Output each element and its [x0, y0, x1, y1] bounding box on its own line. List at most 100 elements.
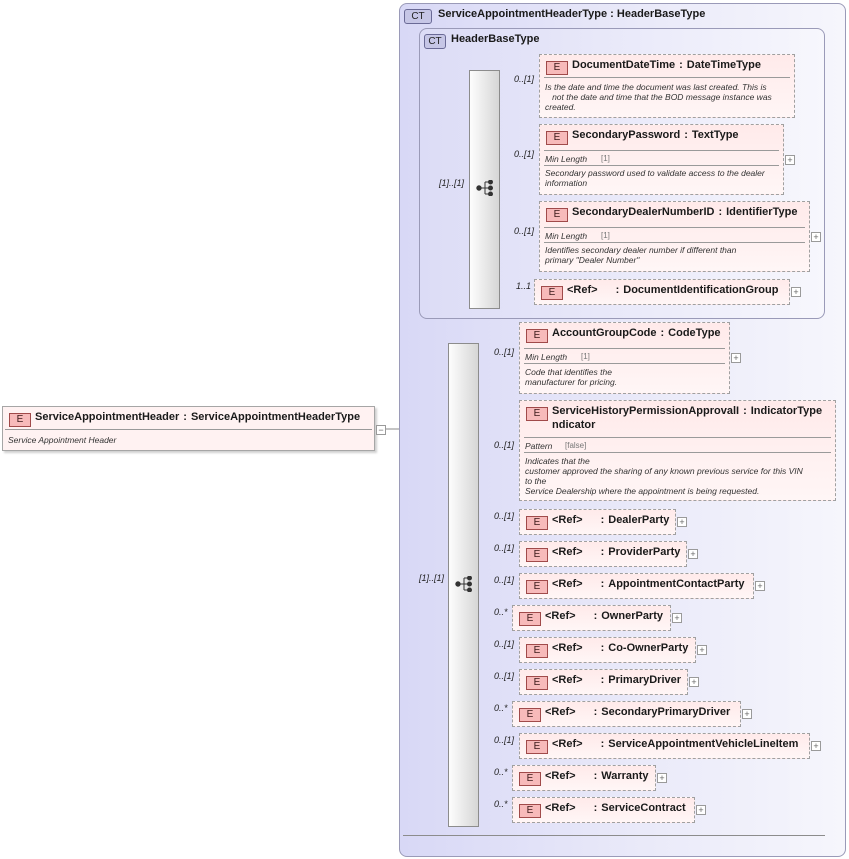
doc-line: not the date and time that the BOD messa…	[545, 92, 772, 102]
element-providerparty[interactable]: E <Ref>:ProviderParty	[519, 541, 687, 567]
element-title: <Ref>:OwnerParty	[545, 610, 663, 622]
facet-label: Min Length	[545, 154, 588, 164]
root-element[interactable]: E ServiceAppointmentHeader:ServiceAppoin…	[2, 406, 375, 451]
element-serviceappointmentvehiclelineitem[interactable]: E <Ref>:ServiceAppointmentVehicleLineIte…	[519, 733, 810, 759]
element-name: AccountGroupCode	[552, 327, 657, 339]
complex-type-badge: CT	[404, 9, 432, 24]
element-documentdatetime[interactable]: E DocumentDateTime:DateTimeType Is the d…	[539, 54, 795, 118]
divider	[5, 429, 372, 430]
doc-line: Identifies secondary dealer number if di…	[545, 245, 737, 255]
facet-label: Min Length	[545, 231, 588, 241]
divider	[524, 348, 725, 349]
element-secondaryprimarydriver[interactable]: E <Ref>:SecondaryPrimaryDriver	[512, 701, 741, 727]
occurrence-label: 0..*	[494, 703, 508, 713]
separator: :	[593, 802, 598, 814]
expand-icon[interactable]: +	[731, 353, 741, 363]
sequence-icon	[455, 576, 472, 592]
collapse-icon[interactable]: −	[376, 425, 386, 435]
ref-label: <Ref>	[552, 514, 583, 526]
separator: :	[615, 284, 620, 296]
divider	[544, 227, 805, 228]
element-accountgroupcode[interactable]: E AccountGroupCode:CodeType Min Length […	[519, 322, 730, 394]
element-title: <Ref>:AppointmentContactParty	[552, 578, 745, 590]
element-badge: E	[526, 548, 548, 562]
divider	[544, 242, 805, 243]
element-name: ServiceHistoryPermissionApprovalI	[552, 405, 740, 417]
element-name: SecondaryDealerNumberID	[572, 206, 715, 218]
expand-icon[interactable]: +	[811, 232, 821, 242]
element-servicehistorypermissionapprovalindicator[interactable]: E ServiceHistoryPermissionApprovalI:Indi…	[519, 400, 836, 501]
separator: :	[679, 59, 683, 71]
expand-icon[interactable]: +	[688, 549, 698, 559]
root-element-doc: Service Appointment Header	[8, 435, 117, 445]
element-title: <Ref>:ProviderParty	[552, 546, 680, 558]
doc-line: manufacturer for pricing.	[525, 377, 618, 387]
element-servicecontract[interactable]: E <Ref>:ServiceContract	[512, 797, 695, 823]
expand-icon[interactable]: +	[697, 645, 707, 655]
separator: :	[593, 610, 598, 622]
complex-type-title: ServiceAppointmentHeaderType : HeaderBas…	[438, 8, 706, 20]
occurrence-label: 0..[1]	[494, 511, 515, 521]
separator: :	[600, 674, 605, 686]
element-ownerparty[interactable]: E <Ref>:OwnerParty	[512, 605, 671, 631]
facet-value: [1]	[581, 352, 590, 361]
sequence-occurrence: [1]..[1]	[439, 178, 465, 188]
ref-label: <Ref>	[552, 546, 583, 558]
occurrence-label: 0..[1]	[514, 226, 535, 236]
expand-icon[interactable]: +	[755, 581, 765, 591]
separator: :	[600, 578, 605, 590]
element-appointmentcontactparty[interactable]: E <Ref>:AppointmentContactParty	[519, 573, 754, 599]
base-type-badge: CT	[424, 34, 446, 49]
element-dealerparty[interactable]: E <Ref>:DealerParty	[519, 509, 676, 535]
base-type-title: HeaderBaseType	[451, 33, 540, 45]
expand-icon[interactable]: +	[696, 805, 706, 815]
element-name: SecondaryPrimaryDriver	[601, 706, 731, 718]
divider	[544, 77, 790, 78]
element-badge: E	[546, 131, 568, 145]
element-secondarydealernumberid[interactable]: E SecondaryDealerNumberID:IdentifierType…	[539, 201, 810, 272]
element-name: SecondaryPassword	[572, 129, 681, 141]
separator: :	[743, 405, 747, 417]
element-title: <Ref>:PrimaryDriver	[552, 674, 681, 686]
expand-icon[interactable]: +	[791, 287, 801, 297]
element-secondarypassword[interactable]: E SecondaryPassword:TextType Min Length …	[539, 124, 784, 195]
sequence-icon	[476, 180, 493, 196]
occurrence-label: 0..[1]	[494, 639, 515, 649]
expand-icon[interactable]: +	[657, 773, 667, 783]
element-badge: E	[546, 61, 568, 75]
ref-label: <Ref>	[545, 610, 576, 622]
expand-icon[interactable]: +	[811, 741, 821, 751]
element-type: TextType	[691, 129, 739, 141]
ref-label: <Ref>	[552, 738, 583, 750]
element-name: ProviderParty	[608, 546, 681, 558]
element-badge: E	[9, 413, 31, 427]
occurrence-label: 0..[1]	[514, 149, 535, 159]
element-warranty[interactable]: E <Ref>:Warranty	[512, 765, 656, 791]
expand-icon[interactable]: +	[785, 155, 795, 165]
element-documentidentificationgroup[interactable]: E <Ref>:DocumentIdentificationGroup	[534, 279, 790, 305]
element-name: Co-OwnerParty	[608, 642, 689, 654]
element-type: CodeType	[668, 327, 721, 339]
element-primarydriver[interactable]: E <Ref>:PrimaryDriver	[519, 669, 688, 695]
element-title: <Ref>:SecondaryPrimaryDriver	[545, 706, 730, 718]
facet-value: [false]	[565, 441, 587, 450]
expand-icon[interactable]: +	[689, 677, 699, 687]
expand-icon[interactable]: +	[672, 613, 682, 623]
expand-icon[interactable]: +	[677, 517, 687, 527]
element-coownerparty[interactable]: E <Ref>:Co-OwnerParty	[519, 637, 696, 663]
expand-icon[interactable]: +	[742, 709, 752, 719]
element-title: <Ref>:DocumentIdentificationGroup	[567, 284, 778, 296]
ref-label: <Ref>	[545, 770, 576, 782]
separator: :	[593, 770, 598, 782]
element-name: DocumentIdentificationGroup	[623, 284, 779, 296]
element-name-continued: ndicator	[552, 419, 596, 431]
element-badge: E	[526, 740, 548, 754]
facet-label: Min Length	[525, 352, 568, 362]
ref-label: <Ref>	[545, 706, 576, 718]
occurrence-label: 0..*	[494, 799, 508, 809]
ref-label: <Ref>	[552, 674, 583, 686]
doc-line: Is the date and time the document was la…	[545, 82, 767, 92]
element-doc: Identifies secondary dealer number if di…	[545, 245, 805, 265]
ref-label: <Ref>	[567, 284, 598, 296]
separator: :	[600, 514, 605, 526]
